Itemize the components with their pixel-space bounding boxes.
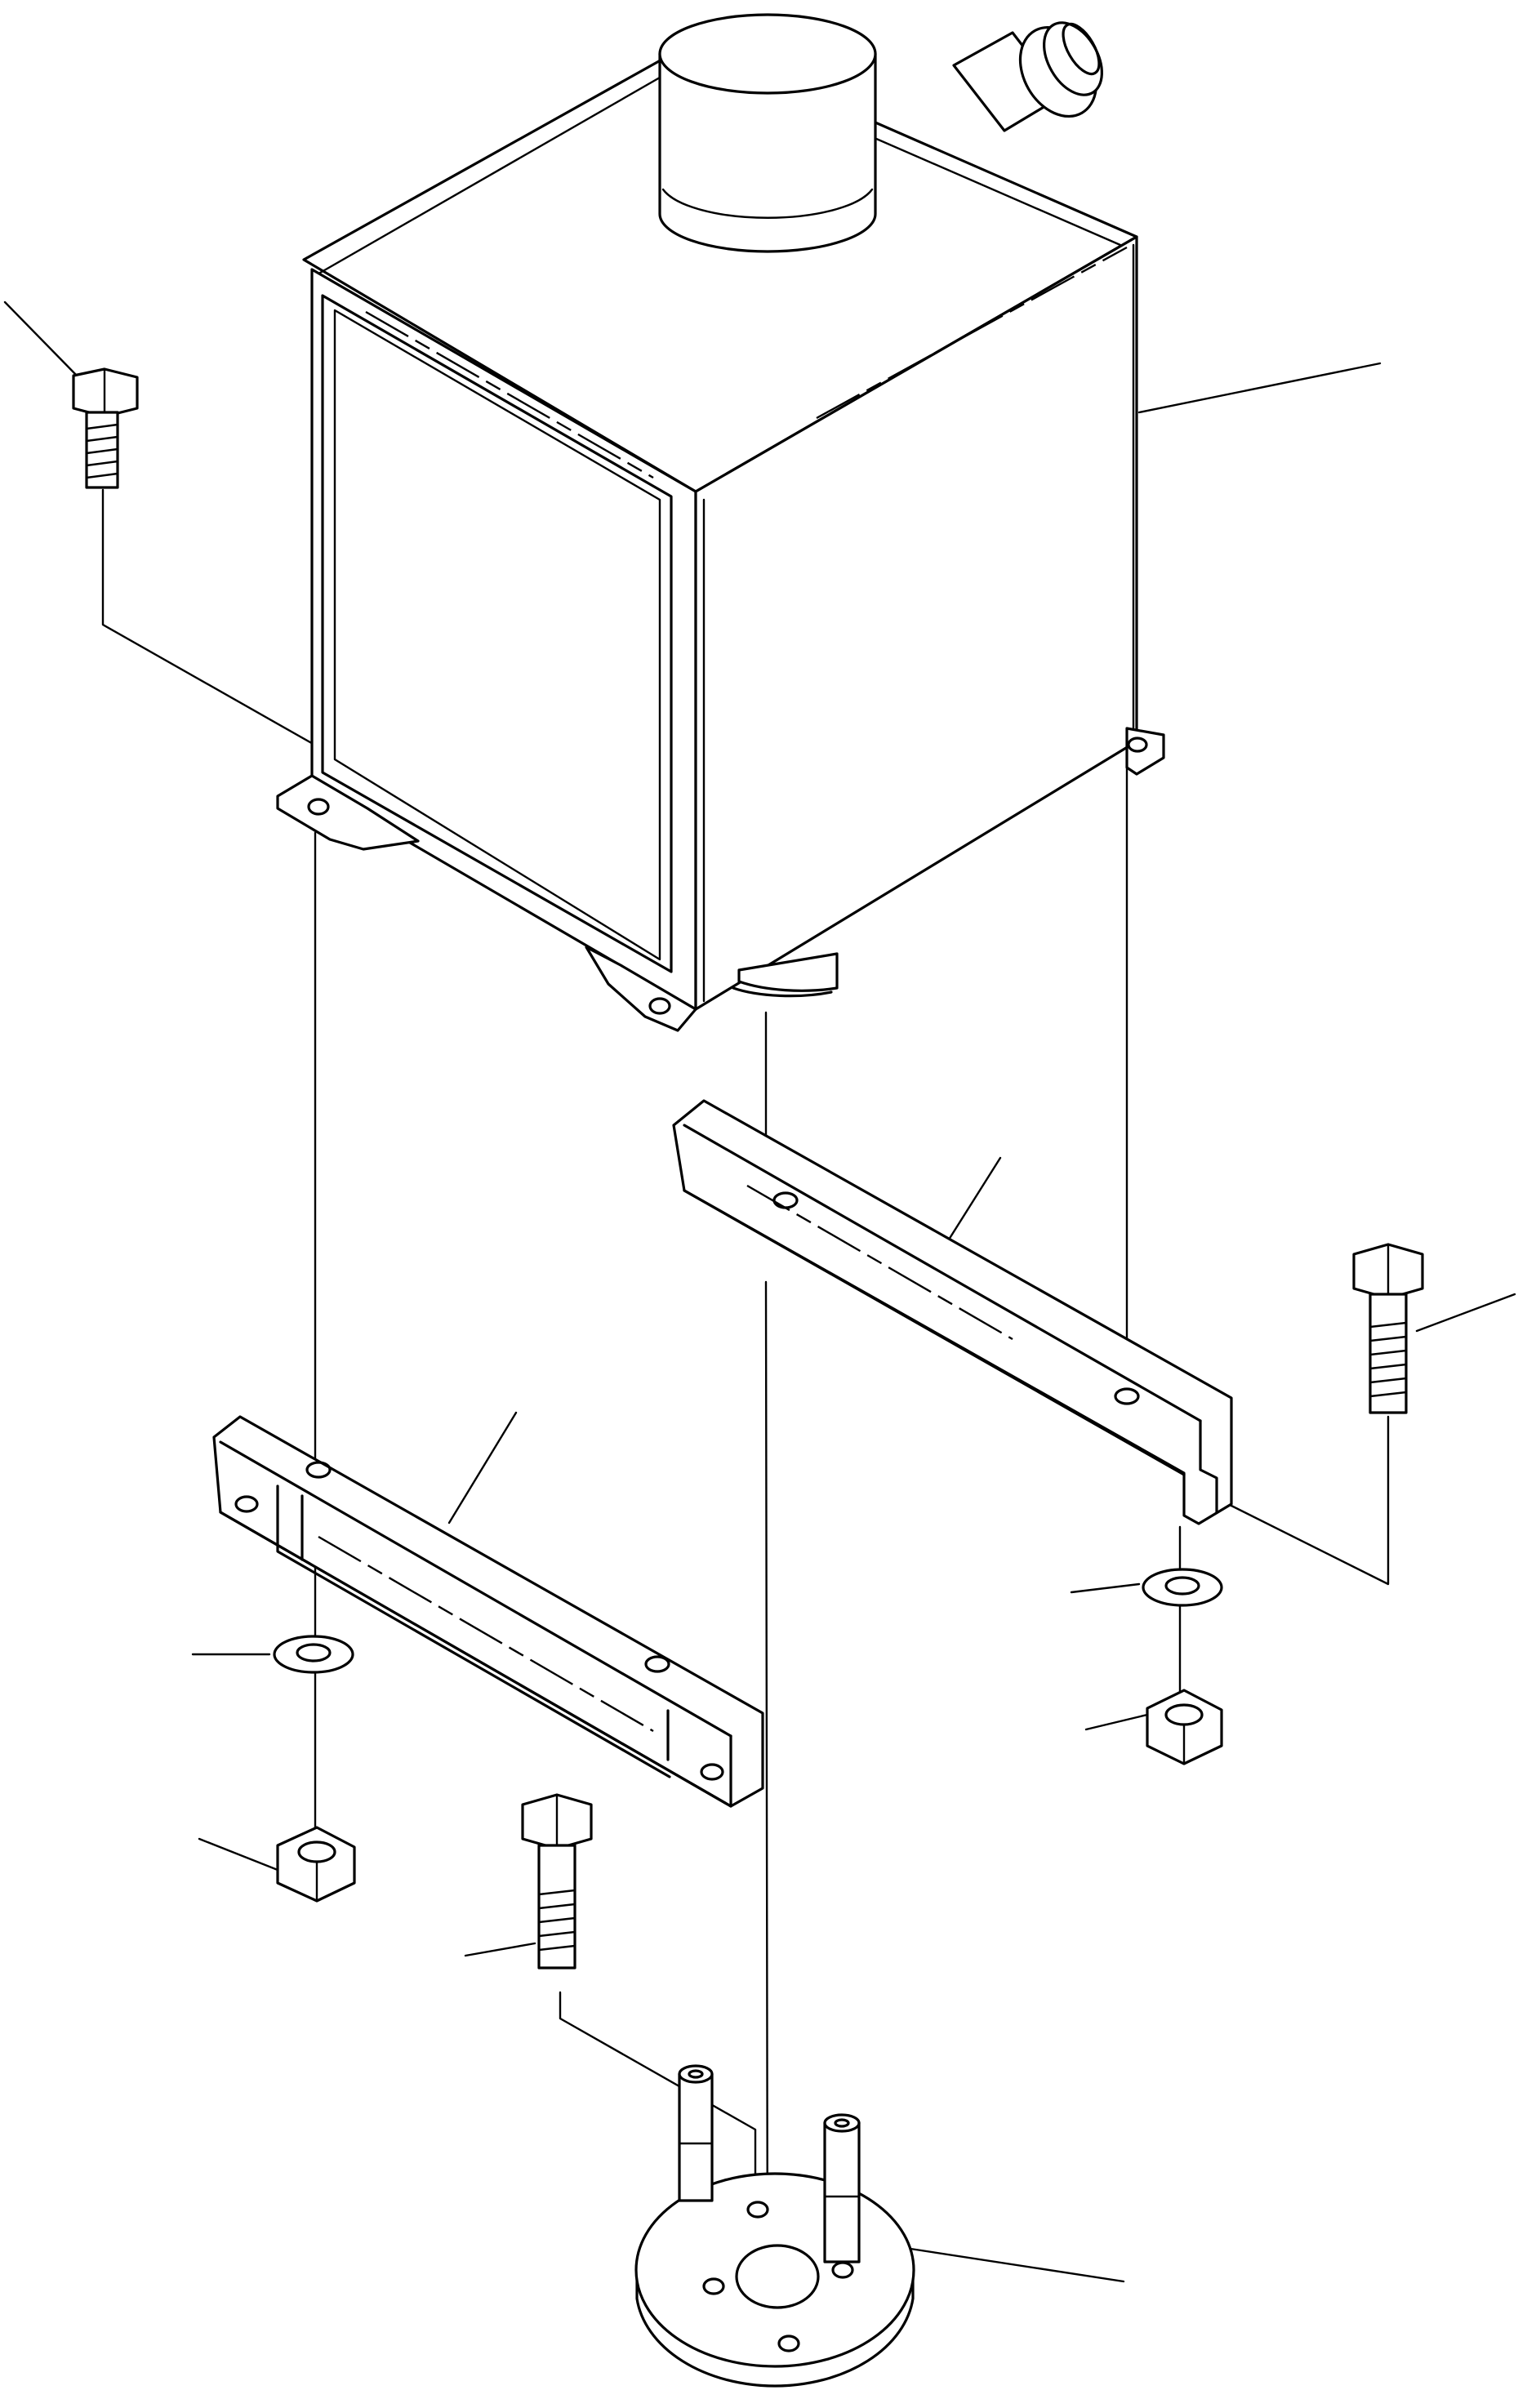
bolt-upper-left bbox=[72, 367, 139, 489]
leader-line-bolt-lower bbox=[464, 1942, 536, 1957]
flange-stud-left bbox=[678, 2064, 714, 2202]
tank-bottom-port bbox=[732, 952, 839, 998]
leader-line-flange bbox=[909, 2247, 1125, 2283]
mount-bracket-left bbox=[212, 1415, 764, 1808]
leader-line-washer-right bbox=[1070, 1582, 1141, 1594]
tank-foot-front bbox=[585, 946, 697, 1032]
nut-right bbox=[1146, 1689, 1223, 1765]
nut-left bbox=[276, 1826, 356, 1903]
leader-line-bolt-upper-left bbox=[3, 300, 80, 379]
leader-line-tank bbox=[1137, 362, 1382, 414]
tank-foot-left bbox=[276, 774, 420, 851]
bolt-right bbox=[1352, 1243, 1424, 1414]
flange bbox=[634, 2064, 915, 2388]
washer-left bbox=[273, 1635, 354, 1674]
leader-line-nut-right bbox=[1084, 1713, 1149, 1731]
mount-bracket-right bbox=[672, 1099, 1233, 1525]
tank bbox=[276, 13, 1165, 1032]
washer-right bbox=[1142, 1568, 1223, 1607]
leader-line-nut-left bbox=[198, 1837, 279, 1872]
leader-line-bolt-right bbox=[1415, 1293, 1516, 1333]
bolt-lower bbox=[521, 1793, 593, 1970]
assembly-line-bolt-right bbox=[1207, 1415, 1390, 1586]
tank-foot-right bbox=[1125, 727, 1165, 776]
flange-stud-right bbox=[823, 2113, 861, 2263]
assembly-line-center-lower bbox=[764, 1280, 769, 2312]
tank-elbow-pipe bbox=[952, 21, 1103, 132]
leader-line-bracket-left bbox=[447, 1411, 518, 1524]
tank-top-cap bbox=[658, 13, 877, 253]
assembly-line-bolt-upper-left bbox=[101, 488, 316, 761]
